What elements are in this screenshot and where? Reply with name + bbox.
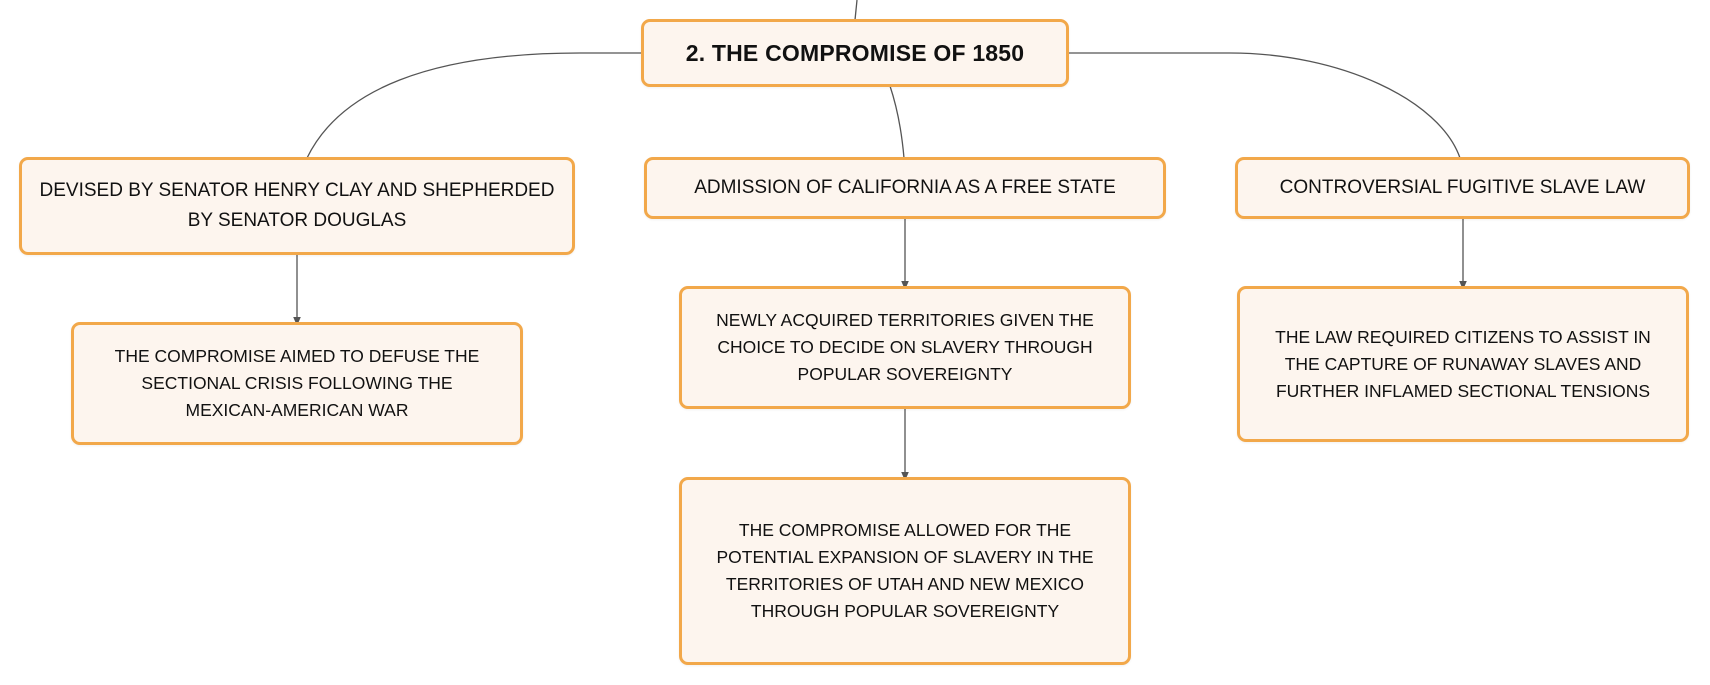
branch-node-california[interactable]: ADMISSION OF CALIFORNIA AS A FREE STATE bbox=[644, 157, 1166, 219]
child-node-utah-new-mexico[interactable]: THE COMPROMISE ALLOWED FOR THE POTENTIAL… bbox=[679, 477, 1131, 665]
child-label: THE COMPROMISE ALLOWED FOR THE POTENTIAL… bbox=[716, 520, 1094, 621]
connector-root-to-clay bbox=[306, 52, 641, 159]
branch-label: ADMISSION OF CALIFORNIA AS A FREE STATE bbox=[694, 177, 1116, 198]
child-node-defuse-crisis[interactable]: THE COMPROMISE AIMED TO DEFUSE THE SECTI… bbox=[71, 322, 523, 445]
connector-root-to-california bbox=[889, 85, 905, 159]
connector-root-to-fugitive bbox=[1069, 52, 1461, 159]
child-node-territories-choice[interactable]: NEWLY ACQUIRED TERRITORIES GIVEN THE CHO… bbox=[679, 286, 1131, 409]
child-label: THE COMPROMISE AIMED TO DEFUSE THE SECTI… bbox=[114, 346, 480, 420]
child-label: THE LAW REQUIRED CITIZENS TO ASSIST IN T… bbox=[1275, 326, 1651, 401]
child-node-citizens-assist[interactable]: THE LAW REQUIRED CITIZENS TO ASSIST IN T… bbox=[1237, 286, 1689, 442]
branch-node-clay[interactable]: DEVISED BY SENATOR HENRY CLAY AND SHEPHE… bbox=[19, 157, 575, 255]
branch-node-fugitive-slave-law[interactable]: CONTROVERSIAL FUGITIVE SLAVE LAW bbox=[1235, 157, 1690, 219]
root-node[interactable]: 2. THE COMPROMISE OF 1850 bbox=[641, 19, 1069, 87]
connector-from-parent bbox=[854, 0, 858, 21]
branch-label: DEVISED BY SENATOR HENRY CLAY AND SHEPHE… bbox=[39, 180, 555, 231]
child-label: NEWLY ACQUIRED TERRITORIES GIVEN THE CHO… bbox=[716, 310, 1094, 384]
root-label: 2. THE COMPROMISE OF 1850 bbox=[685, 39, 1025, 66]
branch-label: CONTROVERSIAL FUGITIVE SLAVE LAW bbox=[1279, 177, 1646, 198]
